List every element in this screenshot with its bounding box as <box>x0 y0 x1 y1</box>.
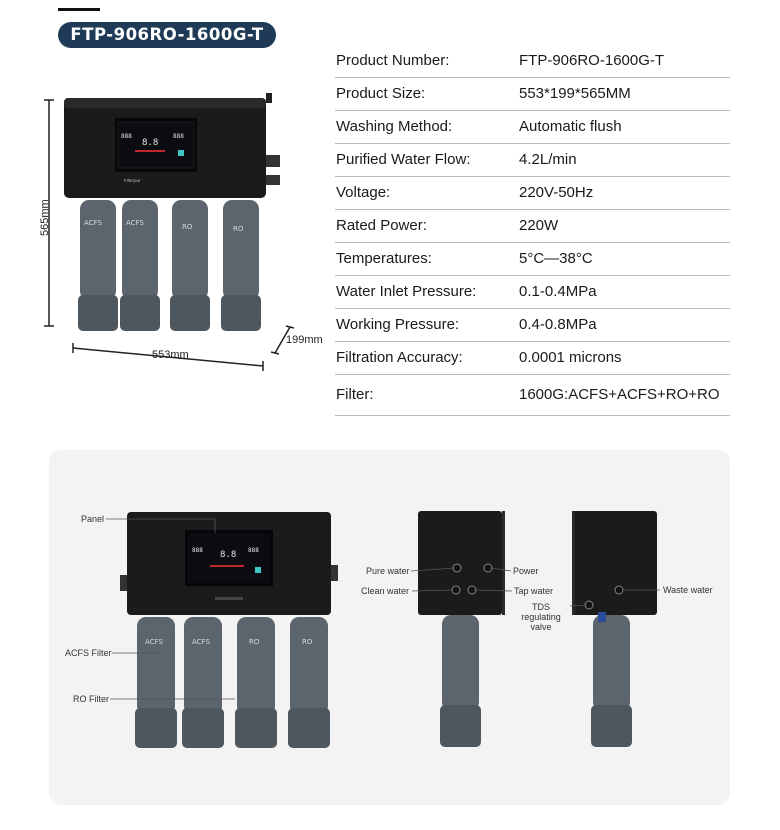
spec-label: Product Size: <box>336 85 426 102</box>
spec-value: 1600G:ACFS+ACFS+RO+RO <box>519 386 720 403</box>
callout-power: Power <box>513 566 539 576</box>
spec-row: Temperatures: 5°C—38°C <box>335 243 730 276</box>
spec-label: Temperatures: <box>336 250 432 267</box>
spec-label: Purified Water Flow: <box>336 151 471 168</box>
callout-acfs-filter: ACFS Filter <box>65 648 112 658</box>
spec-row: Filter: 1600G:ACFS+ACFS+RO+RO <box>335 375 730 416</box>
callout-panel: Panel <box>81 514 105 524</box>
callout-tds-valve: TDS regulating valve <box>521 602 561 632</box>
spec-value: 0.0001 microns <box>519 349 622 366</box>
spec-row: Working Pressure: 0.4-0.8MPa <box>335 309 730 342</box>
spec-label: Product Number: <box>336 52 450 69</box>
spec-row: Filtration Accuracy: 0.0001 microns <box>335 342 730 375</box>
spec-row: Voltage: 220V-50Hz <box>335 177 730 210</box>
spec-label: Rated Power: <box>336 217 427 234</box>
spec-label: Water Inlet Pressure: <box>336 283 477 300</box>
spec-row: Purified Water Flow: 4.2L/min <box>335 144 730 177</box>
spec-label: Filtration Accuracy: <box>336 349 463 366</box>
depth-dimension-label: 199mm <box>286 334 323 346</box>
spec-label: Filter: <box>336 386 374 403</box>
spec-row: Product Size: 553*199*565MM <box>335 78 730 111</box>
brand-logo: Filterpur <box>124 178 141 183</box>
height-dimension-label: 565mm <box>39 199 51 236</box>
spec-value: 220V-50Hz <box>519 184 594 201</box>
spec-label: Voltage: <box>336 184 391 201</box>
filter-label-acfs-2: ACFS <box>126 219 144 227</box>
detail-card <box>49 450 730 805</box>
spec-value: 553*199*565MM <box>519 85 631 102</box>
width-dimension-label: 553mm <box>152 349 189 361</box>
callout-pure-water: Pure water <box>366 566 410 576</box>
header-accent-line <box>58 8 100 11</box>
spec-value: 4.2L/min <box>519 151 577 168</box>
spec-row: Water Inlet Pressure: 0.1-0.4MPa <box>335 276 730 309</box>
spec-value: 220W <box>519 217 559 234</box>
spec-label: Washing Method: <box>336 118 453 135</box>
spec-value: 0.4-0.8MPa <box>519 316 597 333</box>
callout-waste-water: Waste water <box>663 585 713 595</box>
filter-label-acfs-1: ACFS <box>84 219 102 227</box>
spec-row: Product Number: FTP-906RO-1600G-T <box>335 45 730 78</box>
spec-value: 0.1-0.4MPa <box>519 283 597 300</box>
svg-text:8.8: 8.8 <box>142 138 158 148</box>
spec-value: FTP-906RO-1600G-T <box>519 52 665 69</box>
filter-label-ro-1: RO <box>182 223 193 231</box>
spec-value: 5°C—38°C <box>519 250 593 267</box>
svg-text:888: 888 <box>121 133 132 140</box>
callout-clean-water: Clean water <box>361 586 410 596</box>
spec-table: Product Number: FTP-906RO-1600G-T Product… <box>335 45 730 416</box>
filter-label-ro-2: RO <box>233 225 244 233</box>
spec-row: Washing Method: Automatic flush <box>335 111 730 144</box>
callout-ro-filter: RO Filter <box>73 694 109 704</box>
spec-row: Rated Power: 220W <box>335 210 730 243</box>
svg-text:888: 888 <box>173 133 184 140</box>
model-badge: FTP-906RO-1600G-T <box>58 22 276 48</box>
callout-tap-water: Tap water <box>514 586 554 596</box>
spec-label: Working Pressure: <box>336 316 460 333</box>
spec-value: Automatic flush <box>519 118 622 135</box>
